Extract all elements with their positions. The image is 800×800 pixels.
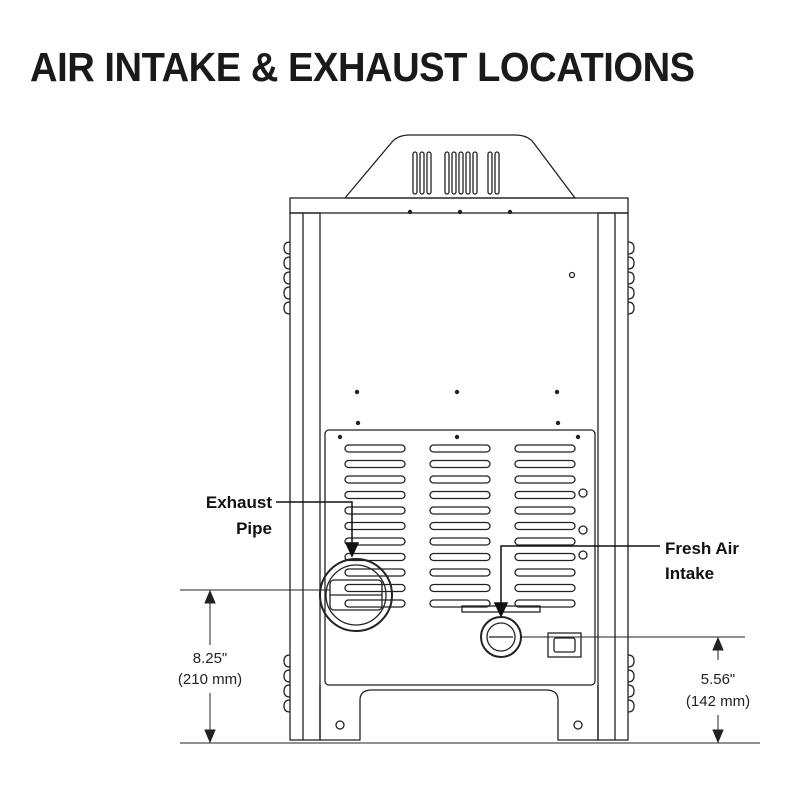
louver-slot — [429, 537, 491, 546]
louver-slot — [514, 599, 576, 608]
louver-slot — [514, 490, 576, 500]
louver-slot — [344, 490, 406, 500]
louver-slot — [429, 459, 491, 469]
side-bump — [627, 241, 635, 255]
lower-panel — [324, 429, 596, 686]
screw — [407, 209, 413, 215]
louver-slot — [429, 599, 491, 608]
louver-slot — [429, 521, 491, 531]
louver-slot — [429, 444, 491, 453]
louver-slot — [344, 537, 406, 546]
side-bump — [627, 669, 635, 683]
louver-grid — [344, 444, 576, 608]
side-bump — [283, 301, 291, 315]
side-bump — [283, 286, 291, 300]
louver-slot — [344, 521, 406, 531]
side-bump — [627, 684, 635, 698]
hood-vent-slot — [487, 151, 493, 195]
exhaust-label-line2: Pipe — [236, 519, 272, 538]
side-bump — [283, 699, 291, 713]
louver-slot — [344, 506, 406, 515]
hood-vent-slot — [458, 151, 464, 195]
louver-slot — [514, 568, 576, 577]
hood-vent-slot — [451, 151, 457, 195]
power-socket — [547, 632, 582, 658]
side-bump — [627, 699, 635, 713]
fresh-air-intake-port — [480, 616, 522, 658]
screw — [354, 389, 360, 395]
side-bump — [627, 271, 635, 285]
side-bump — [283, 654, 291, 668]
screw — [355, 420, 361, 426]
hood-vent-slot — [426, 151, 432, 195]
exhaust-label-line1: Exhaust — [206, 493, 272, 512]
louver-slot — [514, 583, 576, 593]
hood-vent-slot — [444, 151, 450, 195]
base — [319, 685, 599, 741]
louver-slot — [514, 521, 576, 531]
side-bump — [627, 654, 635, 668]
intake-height-mm: (142 mm) — [686, 693, 750, 710]
hood-vent-slot — [419, 151, 425, 195]
screw — [454, 434, 460, 440]
side-bump — [627, 256, 635, 270]
hood-vent-slot — [472, 151, 478, 195]
left-side-column — [289, 212, 321, 741]
louver-slot — [429, 568, 491, 577]
louver-slot — [514, 444, 576, 453]
louver-slot — [344, 459, 406, 469]
exhaust-pipe — [319, 558, 393, 632]
exhaust-leader — [276, 501, 353, 545]
louver-slot — [514, 537, 576, 546]
side-bump — [283, 669, 291, 683]
screw — [555, 420, 561, 426]
screw — [507, 209, 513, 215]
louver-slot — [344, 583, 406, 593]
intake-leader — [500, 545, 660, 605]
screw — [457, 209, 463, 215]
side-bump — [627, 301, 635, 315]
louver-slot — [429, 475, 491, 484]
page-title: AIR INTAKE & EXHAUST LOCATIONS — [30, 44, 695, 90]
louver-slot — [344, 552, 406, 562]
side-bump — [283, 256, 291, 270]
louver-slot — [514, 475, 576, 484]
top-hood — [343, 134, 577, 199]
louver-slot — [344, 599, 406, 608]
louver-slot — [514, 459, 576, 469]
intake-height-in: 5.56" — [701, 671, 736, 688]
hood-vent-slot — [465, 151, 471, 195]
intake-label-line2: Intake — [665, 564, 714, 583]
side-bump — [627, 286, 635, 300]
screw — [454, 389, 460, 395]
louver-slot — [429, 490, 491, 500]
side-bump — [283, 271, 291, 285]
hood-vent-slot — [494, 151, 500, 195]
louver-slot — [429, 552, 491, 562]
exhaust-height-mm: (210 mm) — [178, 671, 242, 688]
exhaust-height-in: 8.25" — [193, 650, 228, 667]
intake-label-line1: Fresh Air — [665, 539, 739, 558]
screw — [337, 434, 343, 440]
louver-slot — [429, 583, 491, 593]
hood-vent-slot — [412, 151, 418, 195]
hood-vents — [412, 151, 500, 195]
right-side-column — [597, 212, 629, 741]
louver-slot — [344, 444, 406, 453]
louver-slot — [429, 506, 491, 515]
screw — [575, 434, 581, 440]
screw — [554, 389, 560, 395]
louver-slot — [514, 552, 576, 562]
side-bump — [283, 684, 291, 698]
louver-slot — [514, 506, 576, 515]
louver-slot — [344, 568, 406, 577]
louver-slot — [344, 475, 406, 484]
side-bump — [283, 241, 291, 255]
